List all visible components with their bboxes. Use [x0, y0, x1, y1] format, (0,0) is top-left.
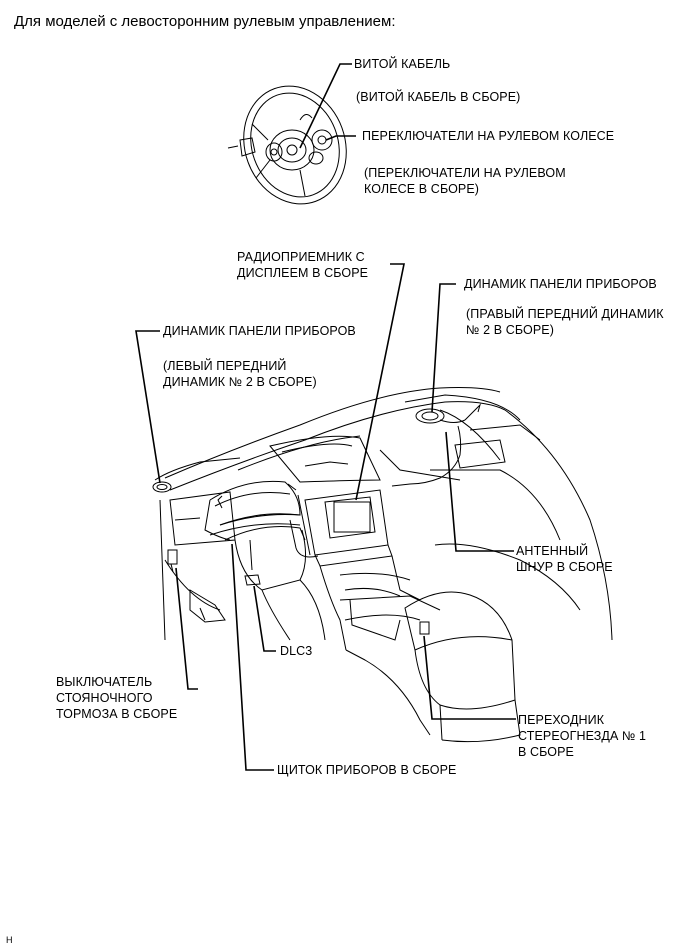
right-speaker-label: ДИНАМИК ПАНЕЛИ ПРИБОРОВ [464, 277, 657, 291]
parking-brake-label-3: ТОРМОЗА В СБОРЕ [56, 707, 178, 721]
spiral-cable-sub-label: (ВИТОЙ КАБЕЛЬ В СБОРЕ) [356, 90, 521, 104]
steering-switches-sub-label-2: КОЛЕСЕ В СБОРЕ) [364, 182, 480, 196]
left-speaker-sub-label-2: ДИНАМИК № 2 В СБОРЕ) [163, 375, 317, 389]
stereo-jack-label-1: ПЕРЕХОДНИК [518, 713, 605, 727]
right-speaker-sub-label-1: (ПРАВЫЙ ПЕРЕДНИЙ ДИНАМИК [466, 307, 664, 321]
stereo-jack-label-2: СТЕРЕОГНЕЗДА № 1 [518, 729, 647, 743]
spiral-cable-label: ВИТОЙ КАБЕЛЬ [354, 57, 451, 71]
steering-switches-label: ПЕРЕКЛЮЧАТЕЛИ НА РУЛЕВОМ КОЛЕСЕ [362, 129, 615, 143]
right-speaker-sub-label-2: № 2 В СБОРЕ) [466, 323, 554, 337]
radio-label-1: РАДИОПРИЕМНИК С [237, 250, 365, 264]
steering-switches-sub-label-1: (ПЕРЕКЛЮЧАТЕЛИ НА РУЛЕВОМ [364, 166, 566, 180]
left-speaker-sub-label-1: (ЛЕВЫЙ ПЕРЕДНИЙ [163, 359, 287, 373]
antenna-cord-label-1: АНТЕННЫЙ [516, 544, 589, 558]
parking-brake-label-1: ВЫКЛЮЧАТЕЛЬ [56, 675, 153, 689]
steering-wheel-drawing [227, 85, 347, 205]
left-speaker-label: ДИНАМИК ПАНЕЛИ ПРИБОРОВ [163, 324, 356, 338]
stereo-jack-label-3: В СБОРЕ [518, 745, 574, 759]
page-title: Для моделей с левосторонним рулевым упра… [14, 13, 396, 30]
leader-lines [135, 63, 516, 771]
antenna-cord-label-2: ШНУР В СБОРЕ [516, 560, 613, 574]
footer-code: H [6, 935, 13, 945]
meter-label: ЩИТОК ПРИБОРОВ В СБОРЕ [277, 763, 457, 777]
parking-brake-label-2: СТОЯНОЧНОГО [56, 691, 153, 705]
radio-label-2: ДИСПЛЕЕМ В СБОРЕ [237, 266, 369, 280]
dlc3-label: DLC3 [280, 644, 313, 658]
